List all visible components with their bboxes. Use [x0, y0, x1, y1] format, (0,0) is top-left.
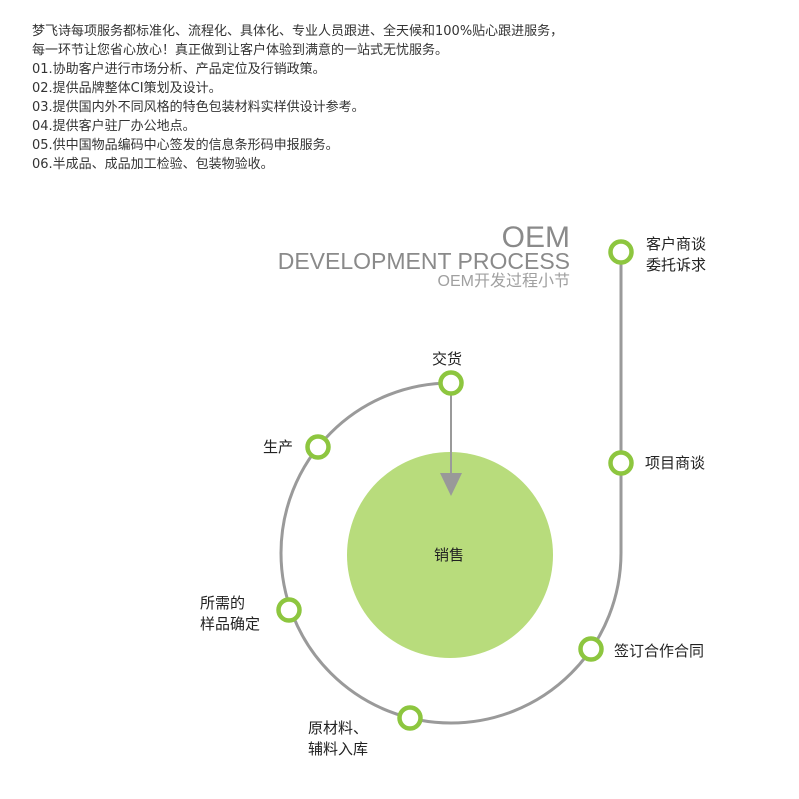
step-node-5 — [276, 597, 302, 623]
step-node-1 — [608, 239, 634, 265]
intro-line: 06.半成品、成品加工检验、包装物验收。 — [32, 157, 274, 172]
step-label-1: 客户商谈委托诉求 — [646, 234, 706, 276]
process-path — [279, 252, 623, 725]
step-label-7: 交货 — [432, 350, 463, 368]
step-text: 客户商谈 — [646, 235, 707, 253]
intro-line: 每一环节让您省心放心！真正做到让客户体验到满意的一站式无忧服务。 — [32, 43, 449, 58]
step-label-4: 原材料、辅料入库 — [308, 718, 368, 760]
step-node-2 — [608, 450, 634, 476]
step-label-3: 签订合作合同 — [614, 642, 705, 660]
step-node-4 — [397, 705, 423, 731]
step-label-2: 项目商谈 — [645, 454, 706, 472]
heading-title: OEM — [501, 221, 570, 254]
intro-text: 梦飞诗每项服务都标准化、流程化、具体化、专业人员跟进、全天候和100%贴心跟进服… — [32, 22, 563, 174]
center-label: 销售 — [434, 546, 465, 564]
sales-disk — [347, 452, 553, 658]
intro-line: 03.提供国内外不同风格的特色包装材料实样供设计参考。 — [32, 100, 365, 115]
heading-subtitle: DEVELOPMENT PROCESS — [277, 248, 570, 274]
step-text: 所需的 — [200, 594, 246, 612]
arrow-head-icon — [440, 473, 462, 496]
step-node-3 — [578, 636, 604, 662]
step-node-7 — [438, 370, 464, 396]
step-text: 委托诉求 — [646, 256, 707, 274]
intro-line: 梦飞诗每项服务都标准化、流程化、具体化、专业人员跟进、全天候和100%贴心跟进服… — [32, 24, 564, 39]
heading-caption: OEM开发过程小节 — [437, 273, 570, 290]
intro-line: 02.提供品牌整体CI策划及设计。 — [32, 81, 222, 96]
intro-line: 01.协助客户进行市场分析、产品定位及行销政策。 — [32, 62, 326, 77]
intro-line: 04.提供客户驻厂办公地点。 — [32, 119, 196, 134]
step-label-5: 所需的样品确定 — [200, 593, 260, 635]
step-text: 辅料入库 — [308, 740, 369, 758]
intro-line: 05.供中国物品编码中心签发的信息条形码申报服务。 — [32, 138, 339, 153]
step-label-6: 生产 — [263, 438, 294, 456]
step-node-6 — [305, 434, 331, 460]
step-text: 样品确定 — [200, 615, 261, 633]
step-text: 原材料、 — [308, 719, 369, 737]
